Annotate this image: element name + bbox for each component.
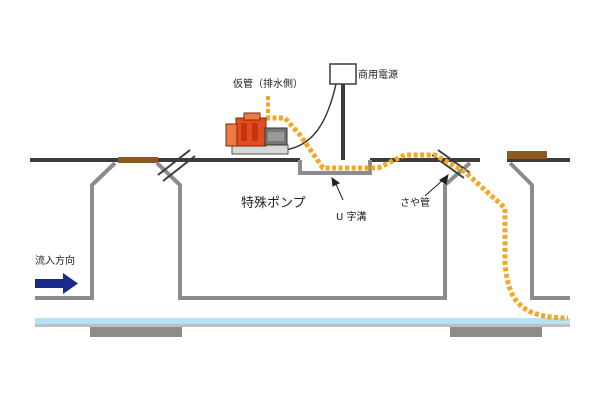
special-pump [225, 112, 289, 155]
label-special-pump: 特殊ポンプ [241, 196, 306, 211]
label-pointers [331, 173, 449, 201]
label-temp-pipe: 仮管（排水側） [233, 77, 303, 90]
label-inflow-direction: 流入方向 [35, 254, 75, 267]
plank-left [118, 157, 158, 163]
label-commercial-power: 商用電源 [358, 68, 398, 81]
culvert-structure [35, 160, 570, 300]
discharge-hose [266, 115, 569, 321]
manhole-cover-left [157, 149, 196, 182]
power-box [329, 63, 357, 85]
label-u-channel: U 字溝 [336, 210, 367, 223]
water-flow-line [35, 318, 570, 324]
power-cable [284, 83, 337, 151]
base-block-left [90, 327, 182, 337]
base-line [35, 324, 570, 327]
base-block-right [450, 327, 542, 337]
label-sheath-pipe: さや管 [400, 196, 430, 209]
plank-right [507, 151, 547, 159]
inflow-arrow [35, 273, 78, 294]
